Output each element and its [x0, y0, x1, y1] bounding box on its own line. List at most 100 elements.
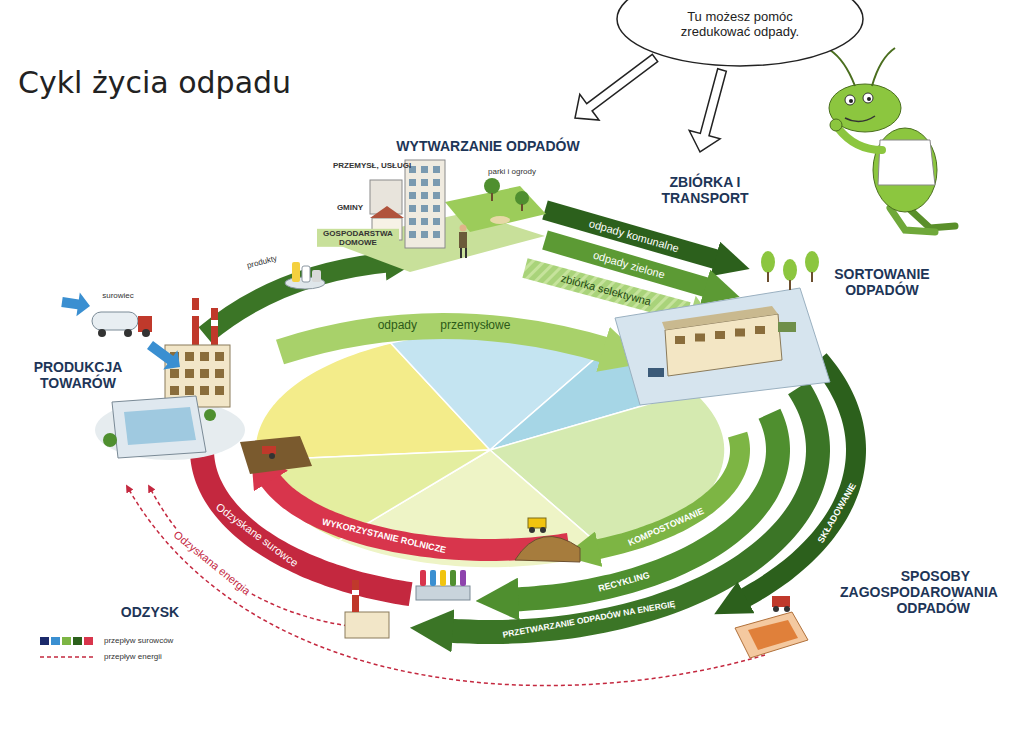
illustration-part: [421, 179, 428, 186]
bubble-shape: [617, 0, 863, 66]
illustration-part: [829, 84, 901, 132]
legend-swatch: [40, 652, 98, 662]
illustration-part: [748, 620, 798, 650]
illustration-part: [211, 320, 218, 326]
illustration-part: [811, 272, 813, 282]
illustration-part: [755, 326, 765, 334]
illustration-part: [192, 298, 199, 348]
illustration-part: [185, 386, 194, 395]
illustration-part: [830, 119, 842, 131]
illustration-part: [805, 251, 819, 273]
illustration-part: [204, 409, 216, 421]
text-label: produkty: [246, 254, 278, 271]
flow-arcs: [202, 360, 856, 632]
legend-swatch: [40, 636, 98, 646]
illustration-part: [112, 396, 206, 458]
illustration-part: [215, 369, 224, 378]
illustration-part: [170, 386, 179, 395]
illustration-part: [433, 179, 440, 186]
illustration-part: [421, 205, 428, 212]
illustration-part: [878, 140, 935, 185]
illustration-part: [767, 272, 769, 282]
illustration-part: [460, 248, 462, 258]
illustration-part: [409, 205, 416, 212]
illustration-part: [302, 266, 310, 282]
illustration-part: [170, 369, 179, 378]
illustration-part: [789, 280, 791, 290]
illustration-part: [420, 570, 426, 586]
diagram-title: Cykl życia odpadu: [18, 66, 291, 101]
illustration-part: [124, 407, 196, 445]
legend-text: przepływ energii: [104, 652, 162, 661]
illustration-part: [849, 99, 853, 103]
illustration-part: [540, 527, 546, 533]
tanker-truck: [92, 312, 152, 337]
illustration-part: [773, 606, 779, 612]
illustration-part: [185, 369, 194, 378]
mascot: [829, 48, 955, 232]
bubble-arrow: [689, 69, 726, 152]
illustration-part: [409, 231, 416, 238]
power-plant: [345, 580, 389, 638]
bubble-text: Tu możesz pomóc zredukować odpady.: [655, 10, 825, 40]
illustration-part: [98, 329, 106, 337]
illustration-part: [409, 192, 416, 199]
speech-bubble: Tu możesz pomóc zredukować odpady.: [615, 0, 865, 68]
illustration-part: [830, 50, 855, 86]
illustration-part: [529, 527, 535, 533]
illustration-part: [405, 160, 445, 248]
stage-heading: WYTWARZANIE ODPADÓW: [396, 138, 579, 154]
stage-heading: SPOSOBY ZAGOSPODAROWANIA ODPADÓW: [840, 568, 970, 616]
illustration-part: [200, 369, 209, 378]
illustration-part: [460, 225, 467, 232]
illustration-part: [240, 436, 312, 474]
legend-sample: [84, 637, 93, 645]
illustration-part: [352, 580, 359, 612]
illustration-part: [312, 270, 321, 282]
legend-text: przepływ surowców: [104, 636, 173, 645]
illustration-part: [92, 312, 138, 330]
illustration-part: [695, 334, 705, 342]
legend-sample: [40, 637, 49, 645]
illustration-part: [430, 570, 436, 586]
illustration-part: [863, 93, 873, 103]
stage-heading: ODZYSK: [119, 604, 181, 620]
illustration-part: [433, 231, 440, 238]
text-label: PRZEMYSŁ, USŁUGI: [333, 161, 411, 170]
illustration-part: [465, 248, 467, 258]
illustration-part: [491, 193, 493, 201]
illustration-part: [515, 536, 580, 562]
illustration-part: [528, 518, 546, 528]
town: [330, 160, 546, 272]
legend-sample: [73, 637, 82, 645]
text-label: GMINY: [337, 203, 363, 212]
illustration-part: [873, 128, 937, 212]
flow-arrow: [740, 360, 856, 601]
illustration-part: [269, 453, 275, 459]
illustration-part: [292, 262, 300, 282]
raw-material-arrow: [147, 341, 180, 370]
illustration-part: [262, 446, 276, 454]
legend-sample: [51, 637, 60, 645]
stage-heading: ZBIÓRKA I TRANSPORT: [645, 174, 765, 206]
illustration-part: [715, 331, 725, 339]
flow-arrow: [202, 434, 411, 594]
legend-item: przepływ surowców: [40, 636, 173, 646]
illustration-part: [200, 386, 209, 395]
illustration-part: [192, 310, 199, 316]
recycling-plant: [416, 570, 470, 600]
illustration-part: [185, 352, 194, 361]
illustration-part: [433, 218, 440, 225]
illustration-part: [459, 232, 467, 248]
text-label: odpady przemysłowe: [378, 319, 511, 333]
illustration-part: [778, 322, 796, 332]
illustration-part: [460, 570, 466, 586]
illustration-part: [421, 192, 428, 199]
illustration-part: [838, 128, 882, 150]
illustration-part: [872, 48, 895, 86]
landfill: [735, 596, 808, 658]
text-label: surowiec: [102, 291, 134, 300]
illustration-part: [890, 208, 935, 232]
